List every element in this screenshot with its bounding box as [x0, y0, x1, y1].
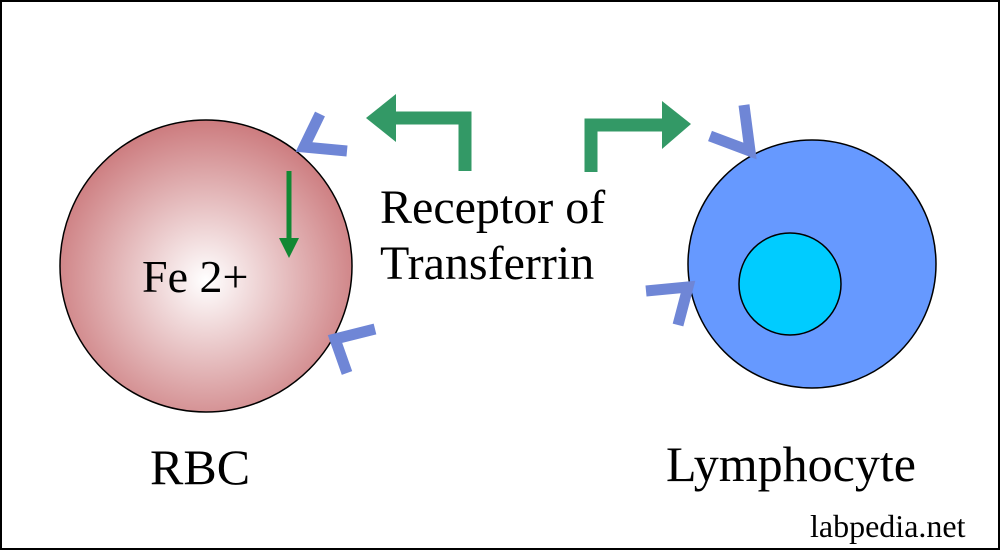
- receptor-label: Receptor of Transferrin: [380, 180, 605, 292]
- down-arrow-icon: [279, 238, 299, 258]
- receptor-notch-icon: [327, 323, 377, 375]
- site-credit: labpedia.net: [810, 508, 966, 544]
- lymphocyte-label: Lymphocyte: [666, 436, 916, 492]
- receptor-notch-icon: [708, 104, 757, 160]
- elbow-arrow-icon: [662, 101, 691, 149]
- receptor-notch-icon: [645, 280, 696, 327]
- rbc-label: RBC: [150, 439, 251, 495]
- rbc-cell: [59, 119, 353, 413]
- iron-label: Fe 2+: [142, 251, 249, 302]
- receptor-label-line1: Receptor of: [380, 181, 606, 234]
- lymphocyte-nucleus: [738, 232, 842, 336]
- receptor-notch-icon: [295, 111, 348, 157]
- elbow-arrow-icon: [584, 118, 664, 172]
- receptor-label-line2: Transferrin: [380, 237, 595, 290]
- elbow-arrow-icon: [395, 111, 472, 171]
- elbow-arrow-icon: [366, 94, 396, 142]
